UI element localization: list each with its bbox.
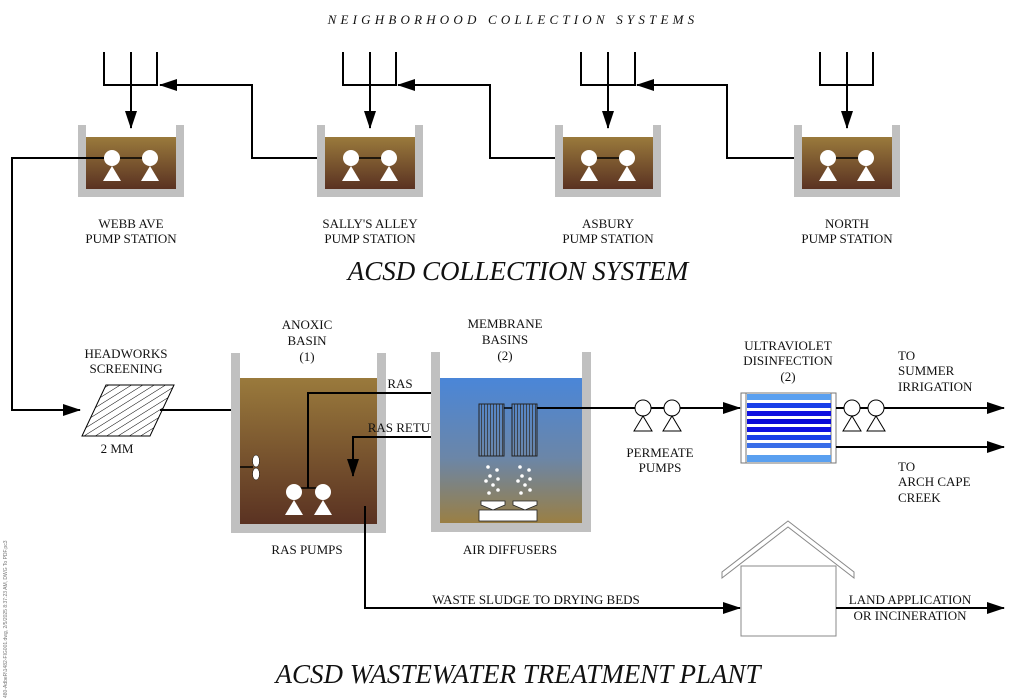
membrane-label: MEMBRANE — [467, 316, 542, 331]
permeate-pump-icon — [662, 399, 682, 432]
anoxic-label: BASIN — [287, 333, 327, 348]
neighborhood-inflow-webb — [103, 52, 158, 128]
pump-station-label: ASBURY — [582, 216, 635, 231]
force-main-north-to-asbury — [636, 79, 814, 159]
ras-line — [307, 387, 485, 488]
permeate-pump-icon — [633, 399, 653, 432]
membrane-cassette — [511, 403, 538, 457]
uv-label: DISINFECTION — [743, 353, 833, 368]
air-diffusers-label: AIR DIFFUSERS — [463, 542, 557, 557]
pump-station-label: PUMP STATION — [801, 231, 893, 246]
pump-station-label: WEBB AVE — [98, 216, 163, 231]
membrane-basin — [431, 352, 591, 532]
ras-label: RAS — [387, 376, 412, 391]
headworks-screen — [81, 384, 175, 437]
treatment-plant-title: ACSD WASTEWATER TREATMENT PLANT — [273, 659, 762, 689]
pump-station-north — [794, 125, 900, 197]
effluent-pump-icon — [866, 399, 886, 432]
anoxic-label: ANOXIC — [282, 317, 333, 332]
diffuser-icon — [512, 500, 538, 511]
ras-return-line — [347, 436, 458, 477]
effluent-pumps — [842, 399, 886, 432]
permeate-label: PUMPS — [639, 460, 682, 475]
anoxic-label: (1) — [299, 349, 314, 364]
collection-system-title: ACSD COLLECTION SYSTEM — [346, 256, 690, 286]
neighborhood-inflow-north — [819, 52, 874, 128]
pump-station-label: PUMP STATION — [562, 231, 654, 246]
pump-station-label: SALLY'S ALLEY — [322, 216, 418, 231]
ras-return-label: RAS RETURN — [368, 420, 449, 435]
waste-sludge-line — [364, 506, 741, 614]
diffuser-icon — [480, 500, 506, 511]
ras-pumps-label: RAS PUMPS — [271, 542, 342, 557]
creek-label: ARCH CAPE — [898, 474, 971, 489]
uv-disinfection-unit — [740, 392, 837, 464]
creek-label: CREEK — [898, 490, 941, 505]
pump-station-label: PUMP STATION — [85, 231, 177, 246]
uv-label: ULTRAVIOLET — [744, 338, 831, 353]
membrane-label: (2) — [497, 348, 512, 363]
neighborhood-inflow-asbury — [580, 52, 636, 128]
pump-station-label: NORTH — [825, 216, 869, 231]
membrane-cassette — [478, 403, 505, 457]
screen-size-label: 2 MM — [101, 441, 134, 456]
permeate-label: PERMEATE — [626, 445, 693, 460]
mixer-icon — [252, 454, 260, 468]
irrigation-label: TO — [898, 348, 915, 363]
drying-beds-building — [721, 520, 855, 637]
pump-station-label: PUMP STATION — [324, 231, 416, 246]
waste-sludge-label: WASTE SLUDGE TO DRYING BEDS — [432, 592, 640, 607]
disposal-label: LAND APPLICATION — [849, 592, 972, 607]
creek-label: TO — [898, 459, 915, 474]
neighborhood-inflow-sally — [342, 52, 397, 128]
permeate-pumps — [633, 399, 682, 432]
file-reference-note: 480-AdbeR\1482-FIG001.dwg, 2/5/2025 8:37… — [3, 540, 9, 698]
irrigation-label: SUMMER — [898, 363, 955, 378]
force-main-sally-to-webb — [159, 79, 337, 159]
pump-station-sally — [317, 125, 423, 197]
membrane-label: BASINS — [482, 332, 528, 347]
pump-station-webb — [11, 125, 184, 416]
force-main-asbury-to-sally — [397, 79, 575, 159]
disposal-label: OR INCINERATION — [853, 608, 967, 623]
irrigation-label: IRRIGATION — [898, 379, 973, 394]
uv-label: (2) — [780, 369, 795, 384]
headworks-label: SCREENING — [90, 361, 163, 376]
headworks-label: HEADWORKS — [84, 346, 167, 361]
neighborhood-collection-title: NEIGHBORHOOD COLLECTION SYSTEMS — [327, 12, 699, 27]
air-bubbles — [484, 465, 532, 495]
pump-station-asbury — [555, 125, 661, 197]
effluent-pump-icon — [842, 399, 862, 432]
